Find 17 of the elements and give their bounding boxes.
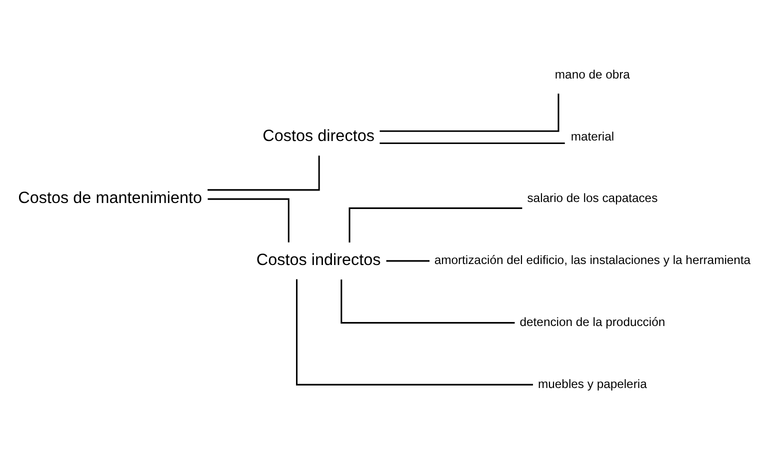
node-text: salario de los capataces (527, 190, 658, 205)
node-text: Costos indirectos (256, 250, 381, 268)
connector (208, 155, 320, 190)
connector (340, 279, 515, 324)
connector (348, 206, 522, 242)
connector (296, 278, 533, 385)
node-text: Costos de mantenimiento (18, 188, 202, 206)
connector (380, 93, 560, 132)
node-text: material (570, 128, 614, 143)
node-text: amortización del edificio, las instalaciones y la herramienta (434, 252, 751, 267)
node-text: Costos directos (262, 126, 374, 145)
connector (208, 198, 290, 242)
node-text: mano de obra (554, 66, 630, 81)
connector (380, 142, 565, 144)
connector (386, 260, 430, 262)
node-text: muebles y papeleria (538, 376, 647, 390)
node-text: detencion de la producción (520, 314, 666, 328)
